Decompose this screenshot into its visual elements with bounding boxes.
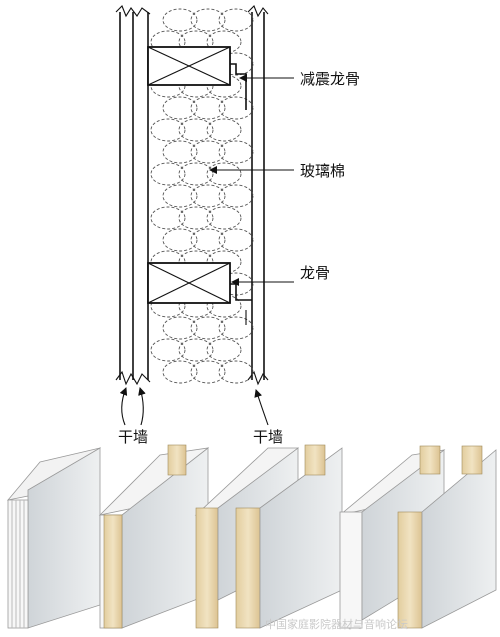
glass-wool-loop (206, 162, 242, 186)
glass-wool-loop (190, 96, 226, 120)
drywall-left-label: 干墙 (118, 428, 148, 446)
left-drywall (115, 5, 151, 386)
glass-wool-loop (190, 8, 226, 32)
glass-wool-loop (190, 184, 226, 208)
watermark: 中国家庭影院器材与音响论坛 (265, 617, 408, 631)
glass-wool-loop (218, 52, 254, 76)
resilient-channel-label: 减震龙骨 (300, 70, 360, 88)
panel-group-2 (98, 444, 210, 629)
glass-wool-loop (150, 162, 186, 186)
panel-stack-left (6, 447, 102, 629)
glass-wool-loop (178, 338, 214, 362)
drywall-left-arrow-2 (138, 387, 146, 426)
glass-wool-loop (206, 338, 242, 362)
glass-wool-loop (162, 96, 198, 120)
glass-wool-loop (150, 206, 186, 230)
right-drywall (247, 5, 269, 386)
glass-wool-label: 玻璃棉 (300, 162, 345, 180)
glass-wool-loop (162, 228, 198, 252)
resilient-channel-block (147, 46, 247, 110)
glass-wool-loop (150, 338, 186, 362)
glass-wool-loop (218, 228, 254, 252)
glass-wool-loop (178, 118, 214, 142)
glass-wool-loop (206, 118, 242, 142)
glass-wool-loop (162, 8, 198, 32)
drywall-right-arrow (254, 389, 269, 426)
panel-group-3 (194, 444, 343, 629)
glass-wool-loop (162, 184, 198, 208)
glass-wool-loop (150, 118, 186, 142)
panel-group-4 (339, 445, 497, 629)
glass-wool-loop (162, 360, 198, 384)
glass-wool-loop (190, 140, 226, 164)
glass-wool-loop (218, 96, 254, 120)
glass-wool-loop (190, 228, 226, 252)
drywall-right-label: 干墙 (253, 428, 283, 446)
glass-wool-loop (162, 140, 198, 164)
glass-wool-loop (190, 316, 226, 340)
glass-wool-loop (162, 316, 198, 340)
glass-wool-loop (206, 206, 242, 230)
stud-block (147, 262, 252, 325)
wall-3d-illustration: 中国家庭影院器材与音响论坛 (6, 444, 497, 631)
cross-section: 减震龙骨 玻璃棉 龙骨 干墙 干墙 (115, 5, 360, 446)
drywall-left-arrow-1 (119, 387, 128, 426)
glass-wool-loop (218, 8, 254, 32)
glass-wool-loop (178, 162, 214, 186)
glass-wool-loop (218, 316, 254, 340)
glass-wool-loop (218, 360, 254, 384)
glass-wool-loop (190, 360, 226, 384)
glass-wool-loop (178, 206, 214, 230)
glass-wool-loop (218, 184, 254, 208)
glass-wool-loop (218, 140, 254, 164)
stud-label: 龙骨 (300, 264, 330, 282)
